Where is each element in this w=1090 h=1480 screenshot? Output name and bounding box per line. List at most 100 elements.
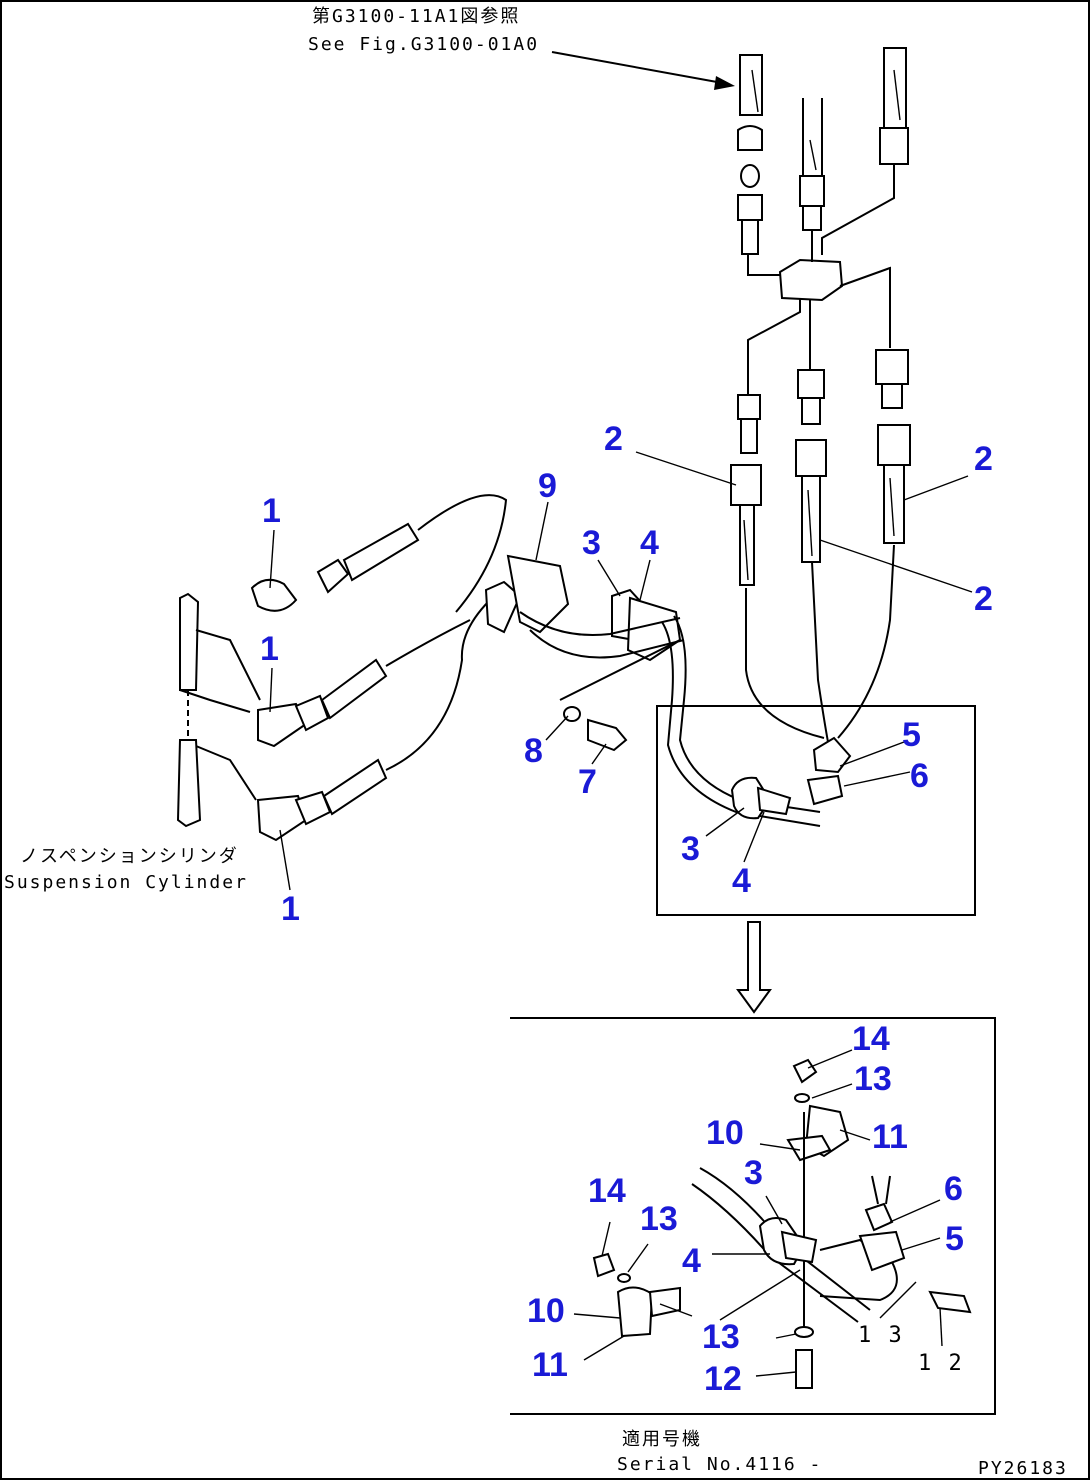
tee-fitting-assembly xyxy=(730,47,911,743)
cylinder-rod-lower xyxy=(176,739,202,828)
washer-13-upper xyxy=(794,1093,810,1103)
adapter-left-nipple xyxy=(740,418,758,454)
hose-top xyxy=(342,522,420,582)
ferrule-left xyxy=(740,164,760,188)
suspension-cylinder-group xyxy=(176,494,508,842)
tee-block xyxy=(778,258,844,302)
incoming-tube-left xyxy=(739,54,763,116)
figure-code: PY26183 xyxy=(978,1458,1068,1479)
callout-13: 13 xyxy=(640,1200,678,1238)
clamp-bracket-group xyxy=(484,554,821,827)
washer-13-left xyxy=(617,1273,631,1283)
see-fig-en-note: See Fig.G3100-01A0 xyxy=(308,34,539,55)
clip-11-left xyxy=(616,1286,654,1338)
detail-arrow-down xyxy=(736,921,772,1014)
adapter-right-nipple xyxy=(881,383,903,409)
callout-5: 5 xyxy=(945,1220,964,1258)
callout-5: 5 xyxy=(902,716,921,754)
suspension-jp-note: ノスペンションシリンダ xyxy=(20,846,239,867)
detail-upper-parts xyxy=(730,736,852,820)
washer-13-bottom xyxy=(794,1326,814,1338)
hose-left xyxy=(739,504,755,586)
callout-2: 2 xyxy=(974,580,993,618)
nipple-left xyxy=(741,219,759,255)
callout-10: 10 xyxy=(527,1292,565,1330)
hose-nut-top xyxy=(316,558,350,594)
clamp-5-lower xyxy=(858,1230,906,1272)
clamp-4-lower xyxy=(780,1230,818,1264)
callout-6: 6 xyxy=(910,757,929,795)
clamp-9 xyxy=(484,580,522,634)
plate-10-upper xyxy=(786,1134,832,1162)
bolt-7 xyxy=(587,718,628,752)
callout-8: 8 xyxy=(524,732,543,770)
callout-14: 14 xyxy=(852,1020,890,1058)
hose-end-middle xyxy=(795,439,827,477)
hose-middle xyxy=(801,475,821,563)
nut-14-upper xyxy=(792,1058,818,1084)
callout-7: 7 xyxy=(578,763,597,801)
suspension-en-note: Suspension Cylinder xyxy=(4,872,248,893)
callout-10: 10 xyxy=(706,1114,744,1152)
callout-12: 12 xyxy=(704,1360,742,1398)
nipple-middle-top xyxy=(802,205,822,231)
callout-12-plain: 1 2 xyxy=(918,1351,964,1376)
callout-6: 6 xyxy=(944,1170,963,1208)
callout-4: 4 xyxy=(640,524,659,562)
bolt-12-right xyxy=(928,1290,972,1314)
hose-nut-middle xyxy=(294,694,330,732)
callout-11: 11 xyxy=(872,1118,908,1156)
adapter-middle-nipple xyxy=(801,397,821,425)
leader-lines xyxy=(269,451,973,1377)
callout-3: 3 xyxy=(681,830,700,868)
incoming-tube-right xyxy=(883,47,907,129)
elbow-top xyxy=(250,578,298,612)
callout-1: 1 xyxy=(281,890,300,928)
nut-14-left xyxy=(592,1252,616,1278)
callout-1: 1 xyxy=(260,630,279,668)
detail-lower-parts xyxy=(592,1058,972,1389)
callout-4: 4 xyxy=(682,1242,701,1280)
plate-10-left xyxy=(648,1286,681,1318)
callout-2: 2 xyxy=(974,440,993,478)
hose-end-right xyxy=(877,424,911,466)
cylinder-rod-upper xyxy=(179,592,200,691)
see-fig-arrowhead xyxy=(714,76,735,90)
detail-box-upper xyxy=(656,705,976,916)
clamp-4-detail xyxy=(756,786,792,816)
hose-nut-bottom xyxy=(294,790,332,826)
callout-1: 1 xyxy=(262,492,281,530)
see-fig-jp-note: 第G3100-11A1図参照 xyxy=(312,6,520,27)
callout-labels: 1 1 1 2 2 2 9 3 4 8 7 5 6 3 4 14 13 10 1… xyxy=(260,420,993,1398)
see-fig-leader xyxy=(551,51,729,85)
nut-left xyxy=(737,194,763,221)
sleeve-left xyxy=(737,125,763,151)
serial-en-note: Serial No.4116 - xyxy=(617,1454,822,1475)
callout-13: 13 xyxy=(854,1060,892,1098)
serial-jp-note: 適用号機 xyxy=(622,1429,702,1450)
nut-middle-top xyxy=(799,175,825,207)
adapter-middle-nut xyxy=(797,369,825,399)
washer-8 xyxy=(563,706,581,722)
bracket-plate xyxy=(506,554,570,634)
callout-4: 4 xyxy=(732,862,751,900)
adapter-right-nut xyxy=(875,349,909,385)
clamp-6-detail xyxy=(806,774,844,806)
callout-2: 2 xyxy=(604,420,623,458)
elbow-middle xyxy=(257,702,308,748)
callout-11: 11 xyxy=(532,1346,568,1384)
callout-14: 14 xyxy=(588,1172,626,1210)
nut-right-top xyxy=(879,127,909,165)
callout-13-plain: 1 3 xyxy=(858,1323,904,1348)
clamp-5-detail xyxy=(812,736,852,774)
bolt-12-bottom xyxy=(795,1349,813,1389)
callout-9: 9 xyxy=(538,467,557,505)
hose-middle-lower xyxy=(320,658,388,720)
detail-box-lower xyxy=(510,1017,996,1415)
clamp-6-lower xyxy=(864,1202,894,1232)
hose-right xyxy=(883,464,905,544)
callout-3: 3 xyxy=(582,524,601,562)
callout-13: 13 xyxy=(702,1318,740,1356)
